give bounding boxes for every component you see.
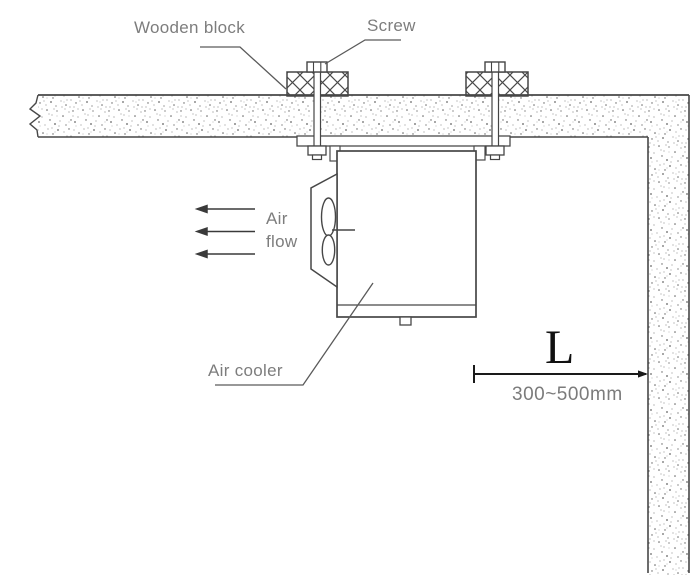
mounting-plate	[296, 135, 511, 147]
screw-label: Screw	[367, 16, 416, 35]
fan-icon	[320, 197, 355, 266]
screw-right	[484, 61, 506, 161]
dimension-arrow-right	[638, 370, 648, 378]
screw-left	[306, 61, 328, 161]
air-flow-arrows-icon	[194, 204, 255, 259]
air-flow-label-line1: Air	[266, 209, 288, 228]
air-flow-label: Air flow	[266, 207, 297, 253]
leader-lines	[200, 39, 401, 386]
dimension-letter: L	[545, 321, 575, 374]
wall	[647, 95, 690, 575]
air-cooler-body	[336, 150, 477, 326]
dimension-range-label: 300~500mm	[512, 384, 623, 405]
screw-leader-line	[324, 39, 401, 65]
drain-stub	[399, 316, 412, 326]
wooden-block-leader-line	[200, 46, 287, 90]
air-flow-label-line2: flow	[266, 232, 298, 251]
air-cooler-leader-line	[215, 282, 374, 386]
dimension-line	[473, 365, 648, 383]
ceiling-break-edge	[28, 94, 42, 138]
ceiling-slab	[28, 94, 689, 138]
wooden-block-label: Wooden block	[134, 18, 246, 37]
air-cooler-label: Air cooler	[208, 361, 283, 380]
